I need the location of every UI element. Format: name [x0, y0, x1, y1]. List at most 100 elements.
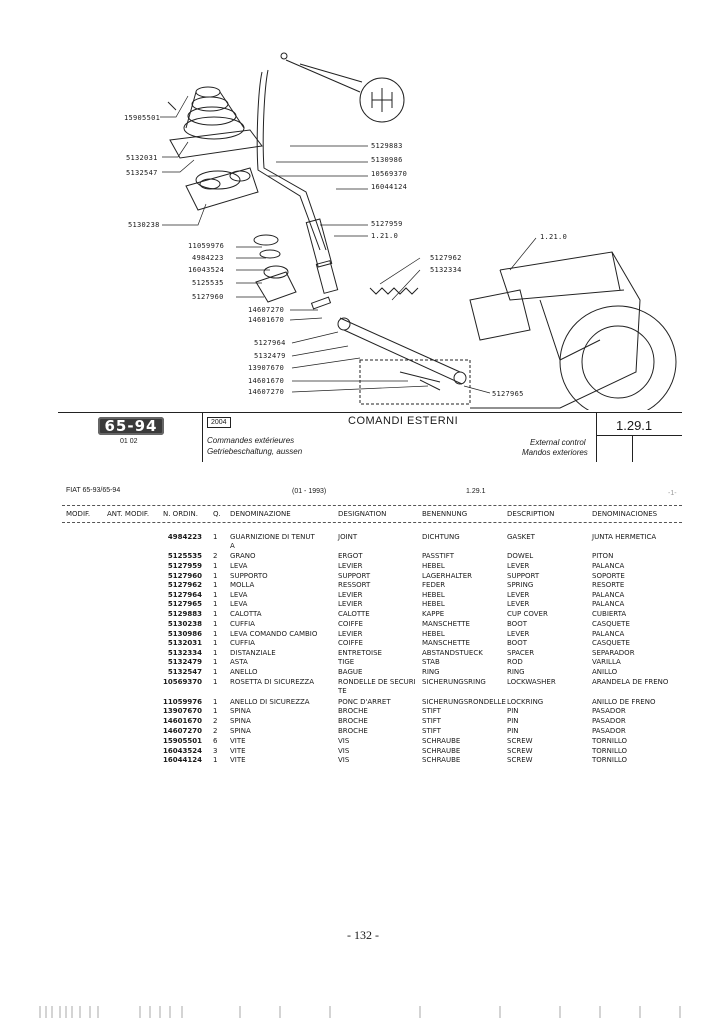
part-name-french: COIFFE	[338, 620, 363, 628]
part-name-french: ENTRETOISE	[338, 649, 382, 657]
part-name-german: SCHRAUBE	[422, 737, 461, 745]
callout-1-21-0-left: 1.21.0	[371, 232, 399, 240]
part-name-italian: SPINA	[230, 717, 251, 725]
part-name-english: SCREW	[507, 737, 533, 745]
part-number: 4984223	[167, 533, 202, 541]
part-name-french: VIS	[338, 737, 350, 745]
callout-5132547: 5132547	[126, 169, 158, 177]
part-number: 5129883	[167, 610, 202, 618]
callout-14607270-bottom: 14607270	[248, 388, 285, 396]
model-subcode: 01 02	[120, 438, 138, 445]
part-name-italian: VITE	[230, 747, 246, 755]
part-name-spanish: PALANCA	[592, 630, 625, 638]
part-name-french: VIS	[338, 756, 350, 764]
callout-11059976: 11059976	[188, 242, 225, 250]
meta-tick: -1-	[668, 490, 677, 497]
part-name-english: PIN	[507, 727, 519, 735]
part-name-english: SUPPORT	[507, 572, 540, 580]
part-number: 5130238	[167, 620, 202, 628]
columns-bottom-rule	[62, 522, 682, 523]
part-name-english: LEVER	[507, 630, 530, 638]
part-name-italian: MOLLA	[230, 581, 255, 589]
part-name-german: ABSTANDSTUECK	[422, 649, 483, 657]
part-name-spanish: PASADOR	[592, 707, 626, 715]
part-number: 5132547	[167, 668, 202, 676]
leader-lines	[160, 95, 537, 394]
part-qty: 1	[213, 649, 218, 657]
part-name-french: JOINT	[338, 533, 358, 541]
part-name-italian: DISTANZIALE	[230, 649, 276, 657]
part-name-french: RONDELLE DE SECURI	[338, 678, 416, 686]
part-name-german: MANSCHETTE	[422, 639, 470, 647]
part-number: 14607270	[163, 727, 202, 735]
part-name-english: SPACER	[507, 649, 535, 657]
callout-5125535: 5125535	[192, 279, 224, 287]
part-name-english: BOOT	[507, 620, 527, 628]
part-name-german: STIFT	[422, 727, 441, 735]
part-name-french: VIS	[338, 747, 350, 755]
part-qty: 1	[213, 668, 218, 676]
model-badge: 65-94	[98, 417, 164, 435]
part-name-italian: CUFFIA	[230, 639, 255, 647]
col-benennung: BENENNUNG	[422, 510, 468, 518]
part-name-spanish: PALANCA	[592, 562, 625, 570]
part-name-english: SPRING	[507, 581, 534, 589]
callout-5129883: 5129883	[371, 142, 403, 150]
part-name-german: KAPPE	[422, 610, 445, 618]
part-name-english: SCREW	[507, 747, 533, 755]
section-title-english: External control	[530, 438, 586, 447]
part-name-spanish: PITON	[592, 552, 614, 560]
part-number: 5127964	[167, 591, 202, 599]
col-n-ordin: N. ORDIN.	[163, 510, 198, 518]
callout-5132334: 5132334	[430, 266, 462, 274]
part-name-spanish: PASADOR	[592, 727, 626, 735]
callout-5127962: 5127962	[430, 254, 462, 262]
part-name-english: LEVER	[507, 562, 530, 570]
part-name-german: SICHERUNGSRING	[422, 678, 486, 686]
columns-top-rule	[62, 505, 682, 506]
part-name-french-cont: TE	[338, 687, 347, 695]
part-name-spanish: TORNILLO	[592, 756, 628, 764]
part-qty: 1	[213, 658, 218, 666]
header-mid-rule	[596, 435, 682, 436]
part-name-german: HEBEL	[422, 562, 445, 570]
part-name-spanish: CASQUETE	[592, 639, 630, 647]
boot-assembly-drawing	[167, 86, 263, 211]
header-divider-right	[596, 412, 597, 462]
callout-14601670-top: 14601670	[248, 316, 285, 324]
part-name-italian: LEVA	[230, 600, 248, 608]
part-name-french: TIGE	[338, 658, 355, 666]
part-name-spanish: CASQUETE	[592, 620, 630, 628]
part-qty: 1	[213, 533, 218, 541]
col-denominazione: DENOMINAZIONE	[230, 510, 291, 518]
part-qty: 2	[213, 552, 218, 560]
part-name-german: FEDER	[422, 581, 446, 589]
part-name-french: CALOTTE	[338, 610, 370, 618]
page-number: - 132 -	[347, 928, 379, 942]
part-number: 14601670	[163, 717, 202, 725]
header-divider-left	[202, 412, 203, 462]
part-name-english: RING	[507, 668, 525, 676]
col-denominaciones: DENOMINACIONES	[592, 510, 658, 518]
part-qty: 1	[213, 562, 218, 570]
callout-5127960: 5127960	[192, 293, 224, 301]
shift-pattern-icon	[285, 59, 405, 123]
part-qty: 1	[213, 756, 218, 764]
part-name-english: LEVER	[507, 591, 530, 599]
part-name-italian: CALOTTA	[230, 610, 262, 618]
col-modif: MODIF.	[66, 510, 91, 518]
part-qty: 1	[213, 639, 218, 647]
date-range: (01 - 1993)	[292, 488, 327, 495]
part-name-italian: GRANO	[230, 552, 256, 560]
